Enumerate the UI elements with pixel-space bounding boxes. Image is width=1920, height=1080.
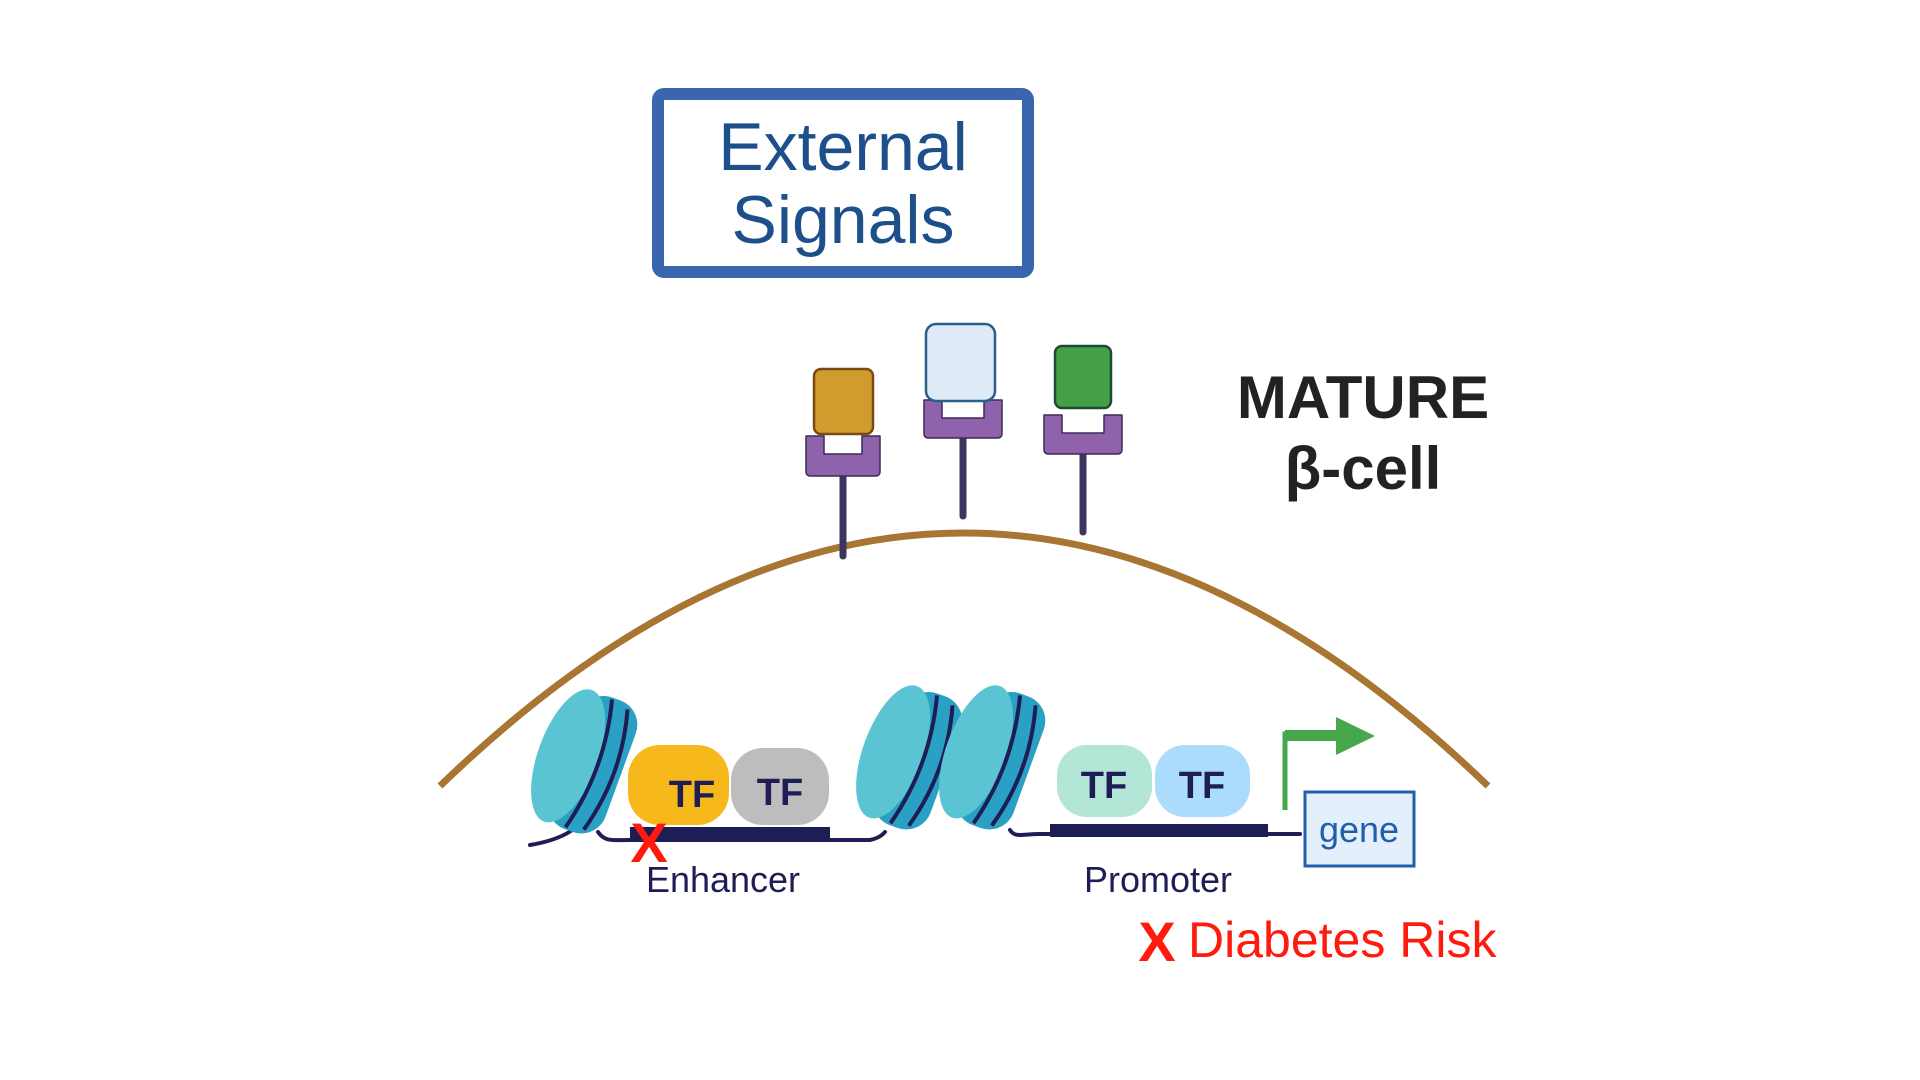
- nucleosome-3: [939, 685, 1046, 830]
- diabetes-risk: X Diabetes Risk: [1138, 910, 1497, 973]
- enhancer-disruption-mark: X: [630, 811, 667, 874]
- enhancer-tf-1-label: TF: [669, 774, 715, 816]
- dna-wrap: [563, 699, 615, 829]
- gene-frame: [1303, 790, 1416, 868]
- transcription-start-arrow-icon: [1282, 717, 1375, 810]
- cell-label-line2: β-cell: [1285, 435, 1442, 502]
- dna-wrap: [971, 695, 1023, 825]
- promoter-tf-1-label: TF: [1081, 765, 1127, 807]
- gene-label: gene: [1319, 809, 1399, 850]
- dna-thin-enhancer: [596, 830, 887, 843]
- dna-wrap: [990, 705, 1038, 827]
- external-signals-line1: External: [718, 109, 967, 185]
- external-signals-box: External Signals: [652, 88, 1034, 278]
- enhancer-region: TF TF X Enhancer: [628, 745, 830, 900]
- receptor-3: [1043, 344, 1123, 536]
- enhancer-bar: [630, 827, 830, 838]
- nucleosome-face: [939, 685, 1014, 819]
- arrow-head: [1336, 717, 1375, 755]
- dna-wrap: [907, 705, 955, 827]
- receptor-1: [805, 367, 881, 560]
- promoter-region: TF TF Promoter: [1050, 745, 1268, 900]
- risk-label: Diabetes Risk: [1188, 912, 1497, 968]
- promoter-tf-2-label: TF: [1179, 765, 1225, 807]
- cell-label: MATURE β-cell: [1237, 364, 1489, 502]
- receptor-cup: [1043, 414, 1123, 455]
- gene-box: gene: [1303, 790, 1416, 868]
- risk-x-icon: X: [1138, 910, 1175, 973]
- promoter-label: Promoter: [1084, 859, 1232, 900]
- receptor-cup: [923, 399, 1003, 439]
- external-signals-line2: Signals: [731, 182, 954, 258]
- nucleosome-1: [531, 689, 638, 834]
- dna-wrap: [888, 695, 940, 825]
- external-signals-frame: [652, 88, 1034, 278]
- enhancer-tf-2-label: TF: [757, 772, 803, 814]
- receptor-2: [923, 322, 1003, 520]
- enhancer-label: Enhancer: [646, 859, 800, 900]
- ligand-green: [1053, 344, 1113, 410]
- enhancer-tf-2: [731, 748, 829, 825]
- dna-wrap: [582, 709, 630, 831]
- ligand-orange: [812, 367, 875, 436]
- dna-thin-promoter: [1008, 828, 1302, 837]
- cell-membrane: [437, 529, 1491, 789]
- receptor-cup: [805, 435, 881, 477]
- dna-thin-left: [528, 826, 577, 847]
- nucleosome-2: [856, 685, 963, 830]
- arrow-bar: [1285, 730, 1337, 741]
- nucleosome-face: [531, 689, 606, 823]
- promoter-bar: [1050, 824, 1268, 837]
- cell-label-line1: MATURE: [1237, 364, 1489, 431]
- promoter-tf-1: [1057, 745, 1152, 817]
- promoter-tf-2: [1155, 745, 1250, 817]
- enhancer-tf-1: [628, 745, 729, 825]
- nucleosome-face: [856, 685, 931, 819]
- ligand-light-blue: [924, 322, 997, 403]
